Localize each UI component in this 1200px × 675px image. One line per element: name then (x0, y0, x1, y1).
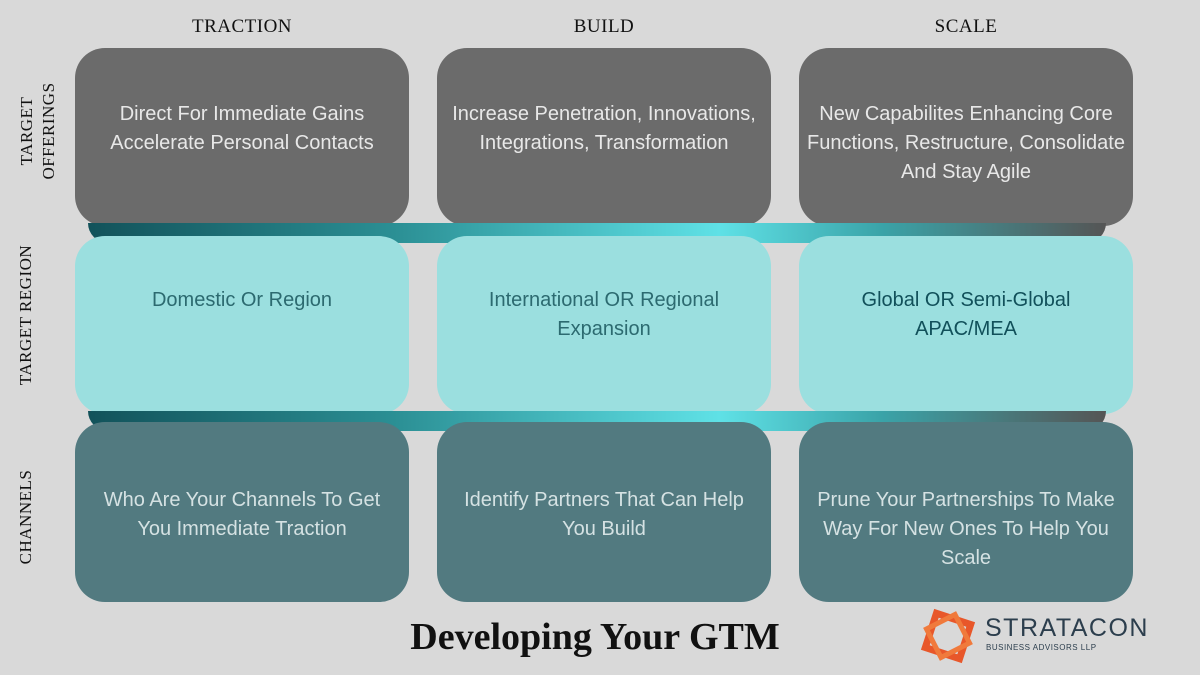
column-header-scale: SCALE (934, 16, 998, 37)
row-label-line: OFFERINGS (39, 82, 58, 180)
row-label-line: TARGET (17, 96, 36, 166)
offerings-build-box: Increase Penetration, Innovations, Integ… (437, 48, 771, 226)
region-scale-box: Global OR Semi-Global APAC/MEA (799, 236, 1133, 414)
box-text: International OR Regional Expansion (488, 289, 720, 340)
box-text: Who Are Your Channels To Get You Immedia… (103, 489, 381, 540)
region-build-box: International OR Regional Expansion (437, 236, 771, 414)
offerings-scale-box: New Capabilites Enhancing Core Functions… (799, 48, 1133, 226)
channels-build-box: Identify Partners That Can Help You Buil… (437, 422, 771, 602)
diagram-title: Developing Your GTM (410, 616, 780, 658)
box-text: New Capabilites Enhancing Core Functions… (807, 103, 1125, 183)
channels-traction-box: Who Are Your Channels To Get You Immedia… (75, 422, 409, 602)
offerings-traction-box: Direct For Immediate Gains Accelerate Pe… (75, 48, 409, 226)
box-text: Global OR Semi-Global APAC/MEA (861, 289, 1071, 340)
logo-subtitle: BUSINESS ADVISORS LLP (986, 643, 1097, 652)
region-traction-box: Domestic Or Region (75, 236, 409, 414)
logo-wordmark: STRATACON (985, 614, 1149, 642)
box-text: Prune Your Partnerships To Make Way For … (817, 489, 1115, 569)
box-text: Identify Partners That Can Help You Buil… (464, 489, 744, 540)
stratacon-logo-icon (918, 606, 980, 673)
box-text: Direct For Immediate Gains Accelerate Pe… (110, 103, 374, 154)
box-text: Increase Penetration, Innovations, Integ… (452, 103, 756, 154)
box-text: Domestic Or Region (151, 289, 333, 311)
column-header-build: BUILD (573, 16, 635, 37)
column-header-traction: TRACTION (191, 16, 293, 37)
channels-scale-box: Prune Your Partnerships To Make Way For … (799, 422, 1133, 602)
